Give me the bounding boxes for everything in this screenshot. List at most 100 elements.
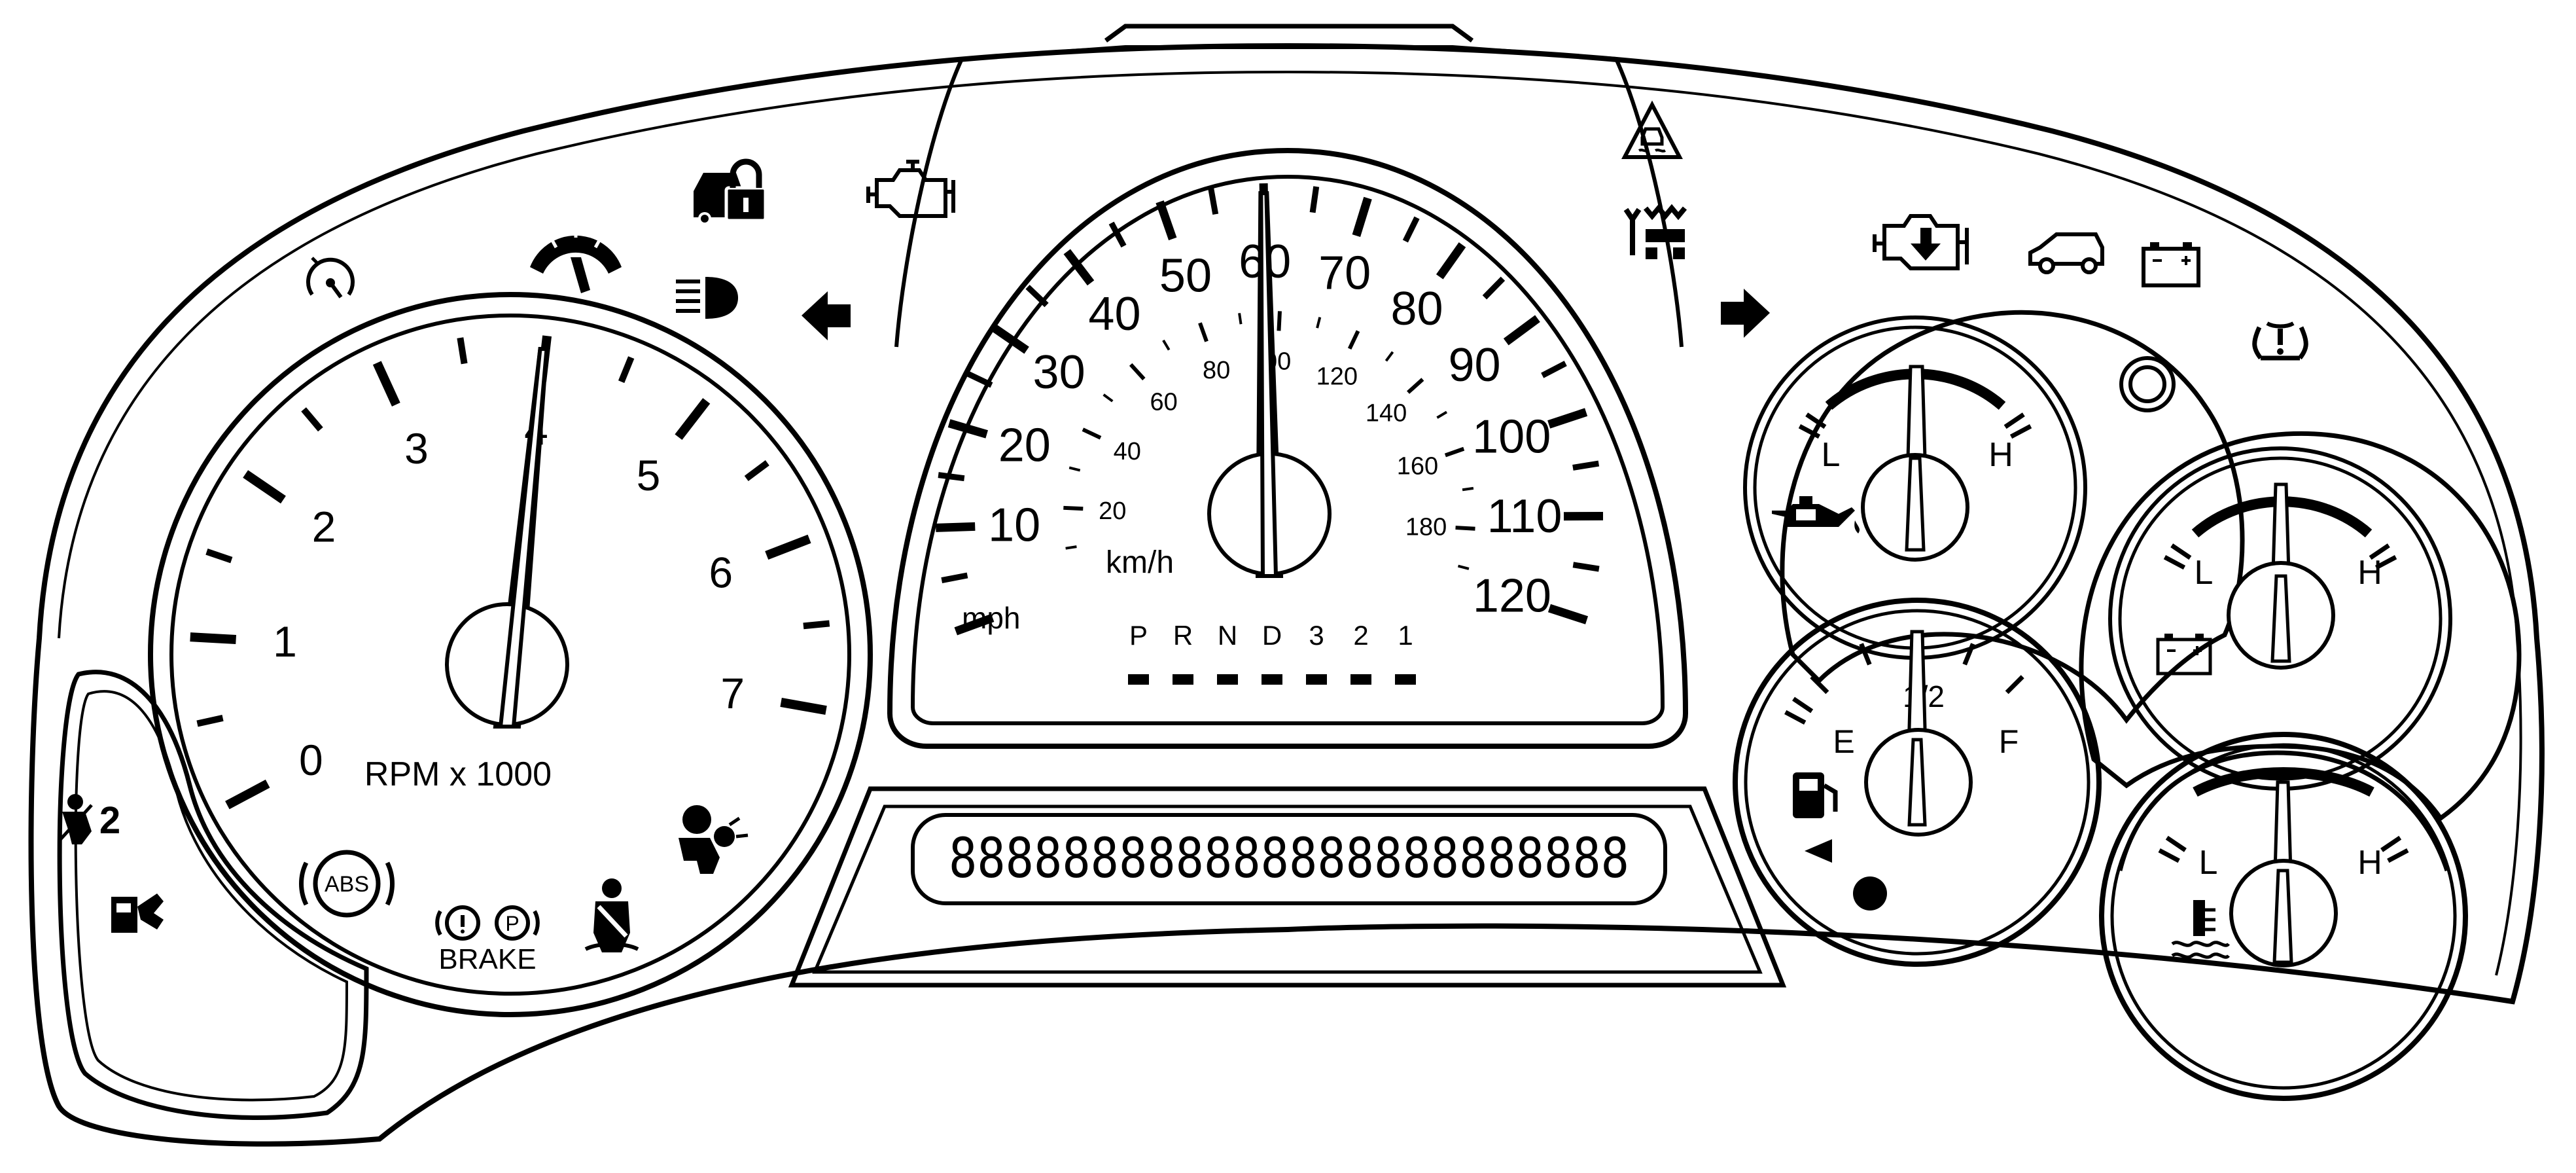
fuel-door-side-arrow-icon: [1805, 839, 1832, 863]
prndl-letter: 2: [1353, 620, 1368, 651]
mph-tick: [1025, 285, 1049, 308]
kmh-minor-tick: [1068, 466, 1081, 472]
mph-tick: [936, 522, 976, 532]
fuel-full-label: F: [1999, 723, 2019, 760]
mph-tick: [1547, 604, 1589, 624]
mph-tick: [1503, 315, 1540, 346]
tire-pressure-icon: [2252, 321, 2308, 361]
check-engine-icon: [866, 160, 955, 218]
tachometer-ticks: [190, 335, 830, 810]
mph-number: 120: [1473, 570, 1551, 623]
mph-number: 30: [1033, 346, 1085, 399]
tach-tick: [205, 549, 233, 564]
oil-pressure-gauge: L H: [1743, 310, 2245, 724]
tachometer-numbers: 01234567: [273, 405, 745, 784]
kmh-minor-tick: [1065, 545, 1077, 550]
mph-tick: [947, 419, 988, 439]
prndl-segment: [1262, 674, 1282, 685]
prndl-letter: P: [1129, 620, 1148, 651]
message-center: 888888888888888888888888: [788, 786, 1787, 988]
kmh-tick: [1129, 363, 1146, 381]
voltmeter-ticks: [2163, 543, 2397, 570]
mph-number: 70: [1318, 247, 1371, 299]
prndl-letter: 1: [1398, 620, 1413, 651]
speedometer-needle-tip: [1259, 191, 1279, 578]
tach-tick: [803, 620, 830, 630]
kmh-number: 40: [1114, 438, 1141, 465]
mph-tick: [1541, 361, 1567, 378]
tachometer-needle-tip: [498, 347, 549, 729]
mph-number: 20: [998, 419, 1051, 471]
tach-tick: [243, 470, 286, 504]
cluster-housing: [28, 43, 2545, 1147]
mph-number: 80: [1391, 283, 1443, 335]
tach-tick: [301, 407, 323, 432]
oil-gauge-ticks: [1798, 412, 2032, 439]
prndl-segment: [1173, 674, 1193, 685]
kmh-minor-tick: [1462, 486, 1474, 492]
prndl-segment: [1128, 674, 1149, 685]
tach-tick: [765, 534, 811, 560]
mph-tick: [1572, 460, 1600, 471]
tach-tick: [225, 779, 270, 810]
cruise-control-icon: [306, 257, 355, 298]
airbag-icon: [679, 805, 749, 874]
oil-gauge-needle-tip: [1905, 456, 1926, 552]
mph-tick: [954, 613, 995, 636]
mph-number: 50: [1159, 250, 1212, 302]
gauge-tick: [2387, 848, 2409, 863]
gauge-tick: [1810, 675, 1829, 695]
abs-icon: ABS: [299, 850, 395, 918]
prndl-segment: [1395, 674, 1416, 685]
mph-tick: [1547, 408, 1588, 429]
kmh-minor-tick: [1238, 313, 1243, 325]
battery-icon: [2142, 242, 2200, 287]
mph-number: 90: [1448, 339, 1500, 391]
voltmeter-battery-icon: [2156, 634, 2212, 676]
kmh-tick: [1347, 330, 1360, 350]
mph-tick: [1309, 186, 1320, 213]
door-ajar-icon: [2028, 232, 2104, 274]
tach-tick: [618, 356, 635, 384]
kmh-number: 120: [1316, 363, 1358, 390]
gauge-tick: [1784, 710, 1807, 725]
low-fuel-pump-icon: [530, 225, 622, 293]
kmh-tick: [1082, 427, 1102, 440]
traction-control-icon: [1621, 100, 1683, 159]
mph-tick: [1482, 276, 1506, 300]
prndl-segment: [1306, 674, 1327, 685]
kmh-number: 20: [1099, 497, 1126, 525]
mph-numbers: 102030405060708090100110120: [988, 236, 1562, 622]
fuel-gauge: E 1/2 F: [1733, 598, 2102, 967]
kmh-unit-label: km/h: [1106, 545, 1174, 580]
check-gas-cap-icon: [111, 893, 164, 933]
brake-label: BRAKE: [438, 943, 536, 975]
brake-icon: P BRAKE: [435, 905, 540, 975]
prndl-segment: [1217, 674, 1238, 685]
gauge-tick: [1792, 696, 1814, 713]
security-lock-icon: [694, 158, 768, 225]
fuel-empty-label: E: [1833, 723, 1854, 760]
fuel-gauge-ticks: [1784, 633, 2024, 725]
volt-high-label: H: [2357, 554, 2382, 592]
coolant-temperature-gauge: L H: [2099, 732, 2468, 1101]
mph-number: 110: [1487, 490, 1562, 543]
tach-tick: [190, 632, 237, 644]
kmh-minor-tick: [1162, 339, 1171, 351]
kmh-ticks: [1063, 311, 1475, 570]
prndl-letter: R: [1173, 620, 1193, 651]
gauge-tick: [2380, 835, 2402, 852]
kmh-minor-tick: [1457, 564, 1470, 570]
temp-gauge-needle-tip: [2272, 869, 2293, 964]
mph-tick: [1063, 249, 1095, 286]
gauge-tick: [2003, 412, 2025, 429]
gauge-tick: [1962, 643, 1975, 666]
tach-number: 7: [720, 669, 745, 717]
svg-text:P: P: [505, 912, 519, 935]
prndl-letter: D: [1262, 620, 1282, 651]
tach-number: 5: [637, 451, 661, 499]
fog-lamp-icon: [2119, 356, 2176, 412]
